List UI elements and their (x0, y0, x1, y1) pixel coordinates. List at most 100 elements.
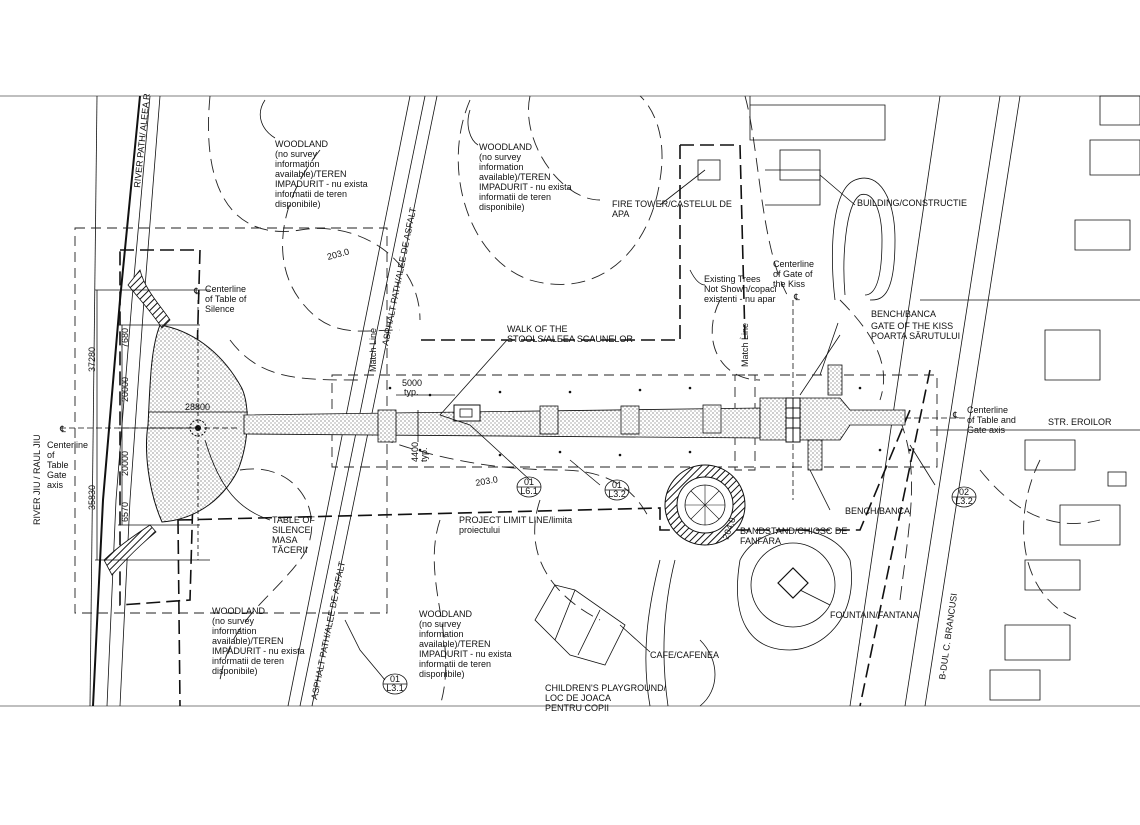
svg-text:of Table of: of Table of (205, 294, 247, 304)
ref-callout-l31[interactable]: 01 L3.1 (382, 673, 408, 695)
ref-callout-l32b[interactable]: 02 L3.2 (951, 486, 977, 508)
svg-text:of: of (47, 450, 55, 460)
dim-28800: 28800 (185, 402, 210, 412)
ref-l32b-number: 02 (959, 487, 969, 497)
svg-text:axis: axis (47, 480, 64, 490)
ref-l32a-number: 01 (612, 480, 622, 490)
svg-text:FANFARA: FANFARA (740, 536, 781, 546)
table-silence-plaza (146, 324, 248, 523)
centerline-table-gate-right-label: Centerline of Table and Gate axis ℄ (952, 405, 1016, 435)
fire-tower-label: FIRE TOWER/CASTELUL DE APA (612, 199, 732, 219)
dim-5000-typ: typ. (404, 387, 419, 397)
svg-text:the Kiss: the Kiss (773, 279, 806, 289)
svg-text:available)/TEREN: available)/TEREN (212, 636, 284, 646)
svg-text:of Gate of: of Gate of (773, 269, 813, 279)
dim-5000: 5000 (402, 378, 422, 388)
walk-of-stools (243, 364, 906, 471)
svg-text:information: information (212, 626, 257, 636)
svg-text:information: information (479, 162, 524, 172)
river-label: RIVER JIU / RAUL JIU (32, 434, 42, 525)
svg-text:proiectului: proiectului (459, 525, 500, 535)
woodland-label-3: WOODLAND (no survey information availabl… (212, 606, 305, 676)
park-path-curves (645, 529, 852, 707)
building-footprints (697, 95, 1140, 701)
street-eroilor-label: STR. EROILOR (1048, 417, 1112, 427)
svg-text:SILENCE: SILENCE (272, 525, 311, 535)
existing-trees-label: Existing Trees Not Shown/copaci existent… (704, 274, 777, 304)
svg-text:BANDSTAND/CHIOSC DE: BANDSTAND/CHIOSC DE (740, 526, 847, 536)
svg-text:disponibile): disponibile) (275, 199, 321, 209)
svg-text:STOOLS/ALEEA SCAUNELOR: STOOLS/ALEEA SCAUNELOR (507, 334, 633, 344)
match-line-left-label: Match Line (368, 328, 378, 372)
cl-symbol-left: ℄ (59, 424, 66, 434)
svg-text:WOODLAND: WOODLAND (212, 606, 266, 616)
svg-text:informatii de teren: informatii de teren (479, 192, 551, 202)
svg-text:informatii de teren: informatii de teren (212, 656, 284, 666)
building-label: BUILDING/CONSTRUCTIE (857, 198, 967, 208)
dim-7680: 7680 (120, 328, 130, 348)
svg-text:WALK OF THE: WALK OF THE (507, 324, 568, 334)
svg-text:disponibile): disponibile) (419, 669, 465, 679)
woodland-label-2: WOODLAND (no survey information availabl… (479, 142, 572, 212)
svg-text:WOODLAND: WOODLAND (275, 139, 329, 149)
ref-callout-l61[interactable]: 01 L6.1 (516, 476, 542, 498)
svg-text:Existing Trees: Existing Trees (704, 274, 761, 284)
centerline-gate-kiss-label: Centerline of Gate of the Kiss ℄ (773, 259, 814, 302)
svg-text:of Table and: of Table and (967, 415, 1016, 425)
svg-text:existenti - nu apar: existenti - nu apar (704, 294, 776, 304)
contour-203-lower: 203.0 (475, 474, 499, 488)
cl-symbol-gate: ℄ (793, 292, 800, 302)
cl-symbol-silence: ℄ (193, 286, 200, 296)
hatch-top (127, 269, 171, 329)
svg-text:informatii de teren: informatii de teren (419, 659, 491, 669)
boulevard-lines (849, 95, 1140, 707)
svg-text:WOODLAND: WOODLAND (479, 142, 533, 152)
svg-text:(no survey: (no survey (275, 149, 318, 159)
svg-text:FIRE TOWER/CASTELUL DE: FIRE TOWER/CASTELUL DE (612, 199, 732, 209)
bandstand-label: BANDSTAND/CHIOSC DE FANFARA (740, 526, 847, 546)
dim-37280: 37280 (87, 347, 97, 372)
svg-text:Gate: Gate (47, 470, 67, 480)
ref-l61-number: 01 (524, 477, 534, 487)
svg-text:disponibile): disponibile) (479, 202, 525, 212)
ref-l31-sheet: L3.1 (386, 683, 404, 693)
project-limit-label: PROJECT LIMIT LINE/limita proiectului (459, 515, 572, 535)
cl-symbol-right: ℄ (952, 410, 959, 420)
bench-bottom-label: BENCH/BANCA (845, 506, 910, 516)
tree-dots (388, 386, 912, 457)
svg-text:(no survey: (no survey (212, 616, 255, 626)
svg-text:IMPADURIT - nu exista: IMPADURIT - nu exista (479, 182, 572, 192)
woodland-label-1: WOODLAND (no survey information availabl… (275, 139, 368, 209)
contour-lines (208, 95, 1101, 707)
svg-text:Centerline: Centerline (205, 284, 246, 294)
cafe-label: CAFE/CAFENEA (650, 650, 719, 660)
fountain (750, 542, 836, 628)
svg-text:IMPADURIT - nu exista: IMPADURIT - nu exista (419, 649, 512, 659)
bench-top-label: BENCH/BANCA (871, 309, 936, 319)
dim-4400-typ: typ. (419, 447, 429, 462)
svg-text:IMPADURIT - nu exista: IMPADURIT - nu exista (275, 179, 368, 189)
svg-text:IMPADURIT - nu exista: IMPADURIT - nu exista (212, 646, 305, 656)
dim-4400: 4400 (410, 442, 420, 462)
svg-text:information: information (419, 629, 464, 639)
ref-callout-l32a[interactable]: 01 L3.2 (604, 479, 630, 501)
asphalt-path-lines (287, 95, 438, 707)
svg-text:LOC DE JOACA: LOC DE JOACA (545, 693, 611, 703)
asphalt-lower-label: ASPHALT PATH/ALEE DE ASFALT (309, 560, 347, 700)
svg-text:informatii de teren: informatii de teren (275, 189, 347, 199)
hatch-bottom (103, 524, 157, 576)
svg-text:PENTRU COPII: PENTRU COPII (545, 703, 609, 713)
playground-label: CHILDREN'S PLAYGROUND/ LOC DE JOACA PENT… (545, 683, 667, 713)
table-silence-label: TABLE OF SILENCE MASA TĂCERII (272, 515, 315, 555)
dim-6570: 6570 (120, 502, 130, 522)
svg-text:TĂCERII: TĂCERII (272, 545, 308, 555)
cafe-building (534, 584, 626, 666)
woodland-label-4: WOODLAND (no survey information availabl… (419, 609, 512, 679)
svg-text:(no survey: (no survey (479, 152, 522, 162)
contour-203-upper: 203.0 (326, 246, 350, 261)
svg-text:GATE OF THE KISS: GATE OF THE KISS (871, 321, 953, 331)
svg-text:available)/TEREN: available)/TEREN (275, 169, 347, 179)
svg-text:POARTA SĂRUTULUI: POARTA SĂRUTULUI (871, 331, 960, 341)
fountain-label: FOUNTAIN/FANTANA (830, 610, 919, 620)
